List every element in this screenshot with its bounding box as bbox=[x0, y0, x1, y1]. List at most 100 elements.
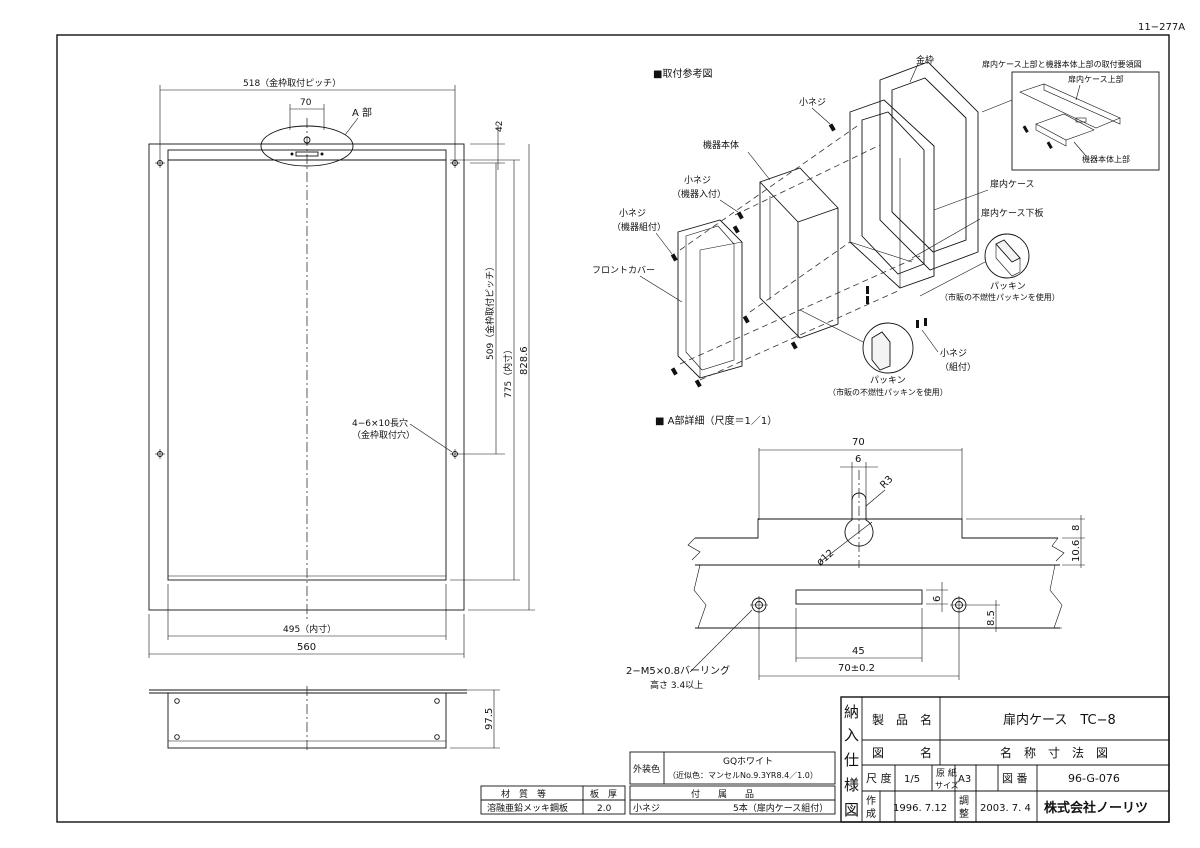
label-tobira-case-shita: 扉内ケース下板 bbox=[981, 207, 1044, 219]
label-part-a: A 部 bbox=[352, 106, 372, 119]
accessory-qty: 5本（扉内ケース組付） bbox=[733, 802, 828, 814]
wall-frame bbox=[879, 61, 979, 271]
doc-code: 11−277A bbox=[1138, 22, 1185, 33]
dim-560: 560 bbox=[297, 642, 316, 653]
dim-pitch-top: 518（金枠取付ピッチ） bbox=[243, 77, 341, 89]
note-burring: 2−M5×0.8バーリング bbox=[626, 664, 730, 677]
front-view: A 部 518（金枠取付ピッチ） 70 42 509（金枠取付ピッチ） 775（… bbox=[148, 77, 535, 658]
label-packing-2: パッキン bbox=[870, 375, 906, 386]
adj-label-2: 整 bbox=[959, 807, 969, 820]
label-kanawaku: 金枠 bbox=[916, 54, 934, 66]
material-table: 材 質 等 板 厚 溶融亜鉛メッキ鋼板 2.0 bbox=[480, 785, 626, 815]
label-koneji-kumi-sub: （組付） bbox=[940, 361, 976, 373]
material-value: 溶融亜鉛メッキ鋼板 bbox=[487, 802, 568, 814]
label-koneji-kumi: 小ネジ bbox=[940, 348, 967, 359]
sheet-border bbox=[56, 34, 1170, 823]
dim-10-6: 10.6 bbox=[1071, 540, 1082, 562]
accessory-header: 付 属 品 bbox=[691, 789, 754, 800]
detail-a-profile bbox=[695, 518, 1058, 539]
tb-v4: 様 bbox=[844, 776, 859, 794]
made-date: 1996. 7.12 bbox=[893, 803, 947, 814]
hole-note-2: （金枠取付穴） bbox=[352, 429, 415, 441]
product-value: 扉内ケース TC−8 bbox=[1003, 712, 1116, 728]
dim-775: 775（内寸） bbox=[502, 345, 514, 398]
tb-v5: 図 bbox=[844, 801, 859, 819]
equipment-body bbox=[759, 167, 839, 339]
color-table: 外装色 GQホワイト （近似色：マンセルNo.9.3YR8.4／1.0） bbox=[629, 751, 836, 785]
color-label: 外装色 bbox=[633, 763, 660, 775]
label-detail-case-top: 扉内ケース上部 bbox=[1068, 74, 1124, 84]
color-value-2: （近似色：マンセルNo.9.3YR8.4／1.0） bbox=[668, 770, 818, 780]
dim-828: 828.6 bbox=[519, 346, 530, 375]
label-front-cover: フロントカバー bbox=[592, 265, 655, 276]
dim-495: 495（内寸） bbox=[283, 623, 336, 635]
packing-callout-2 bbox=[862, 322, 914, 374]
front-cover bbox=[677, 219, 743, 379]
color-value-1: GQホワイト bbox=[723, 756, 773, 767]
label-kiki-hontai: 機器本体 bbox=[703, 139, 739, 151]
label-koneji-kiki-iri-sub: （機器入付） bbox=[672, 188, 726, 200]
paper-value: A3 bbox=[958, 774, 971, 785]
note-height: 高さ 3.4以上 bbox=[650, 679, 703, 691]
dim-6-a: 6 bbox=[855, 454, 861, 465]
product-label: 製 品 名 bbox=[872, 712, 932, 727]
thickness-value: 2.0 bbox=[597, 804, 612, 814]
adj-label-1: 調 bbox=[959, 794, 969, 807]
packing-callout-1 bbox=[984, 233, 1030, 279]
mounting-reference: ■取付参考図 bbox=[592, 54, 1160, 397]
dim-6-b: 6 bbox=[932, 596, 943, 602]
outer-frame bbox=[148, 143, 465, 611]
scale-label: 尺 度 bbox=[866, 771, 892, 785]
label-packing-1-note: （市販の不燃性パッキンを使用） bbox=[940, 292, 1060, 302]
label-detail-title: 扉内ケース上部と機器本体上部の取付要領図 bbox=[982, 59, 1142, 69]
label-tobira-case: 扉内ケース bbox=[990, 178, 1035, 190]
made-label-2: 成 bbox=[866, 808, 876, 820]
hole-note-1: 4−6×10長穴 bbox=[352, 417, 408, 429]
detail-box bbox=[1011, 71, 1160, 171]
thickness-header: 板 厚 bbox=[590, 788, 617, 800]
detail-a-title: ■ A部詳細（尺度＝1／1） bbox=[655, 414, 777, 427]
company-name: 株式会社ノーリツ bbox=[1044, 800, 1148, 816]
slot-rect bbox=[795, 589, 923, 605]
accessory-table: 付 属 品 小ネジ 5本（扉内ケース組付） bbox=[629, 785, 836, 815]
label-detail-body-top: 機器本体上部 bbox=[1082, 154, 1130, 164]
label-packing-1: パッキン bbox=[990, 281, 1026, 292]
accessory-item: 小ネジ bbox=[633, 803, 660, 814]
adj-date: 2003. 7. 4 bbox=[980, 803, 1031, 814]
label-koneji-kiki-kumi: 小ネジ bbox=[619, 208, 646, 219]
part-a-callout bbox=[260, 125, 354, 167]
keyhole-slot bbox=[844, 492, 874, 547]
dim-509: 509（金枠取付ピッチ） bbox=[484, 262, 496, 360]
label-koneji-top: 小ネジ bbox=[799, 97, 826, 108]
dim-45: 45 bbox=[852, 646, 865, 657]
dim-42: 42 bbox=[495, 121, 505, 132]
title-block: 納 入 仕 様 図 製 品 名 扉内ケース TC−8 図 名 名 称 寸 法 図… bbox=[840, 696, 1170, 823]
mounting-title: ■取付参考図 bbox=[653, 67, 712, 80]
dim-97-5: 97.5 bbox=[484, 708, 495, 730]
dim-70-a: 70 bbox=[852, 437, 865, 448]
made-label-1: 作 bbox=[866, 795, 876, 807]
dwg-no-value: 96-G-076 bbox=[1068, 772, 1120, 785]
drawing-label: 図 名 bbox=[872, 745, 932, 760]
paper-label-2: サイズ bbox=[935, 780, 959, 790]
paper-label-1: 原 紙 bbox=[936, 767, 957, 779]
dwg-no-label: 図 番 bbox=[1002, 772, 1028, 785]
tb-v2: 入 bbox=[844, 726, 859, 744]
dim-70-top: 70 bbox=[300, 98, 312, 108]
dim-70-pm: 70±0.2 bbox=[838, 663, 875, 674]
label-koneji-kiki-kumi-sub: （機器組付） bbox=[612, 221, 666, 233]
material-header: 材 質 等 bbox=[501, 788, 546, 800]
burring-holes bbox=[750, 596, 968, 614]
dim-8: 8 bbox=[1071, 525, 1082, 531]
dim-r3: R3 bbox=[878, 474, 895, 491]
tb-v3: 仕 bbox=[844, 751, 859, 769]
tb-v1: 納 bbox=[844, 703, 859, 721]
detail-a: ■ A部詳細（尺度＝1／1） 70 6 R3 ø12 8 10.6 6 bbox=[626, 414, 1085, 691]
label-koneji-kiki-iri: 小ネジ bbox=[684, 175, 711, 186]
label-packing-2-note: （市販の不燃性パッキンを使用） bbox=[828, 387, 948, 397]
scale-value: 1/5 bbox=[904, 774, 920, 785]
side-view: 97.5 bbox=[149, 686, 500, 752]
dim-8-5: 8.5 bbox=[986, 610, 997, 626]
drawing-value: 名 称 寸 法 図 bbox=[1000, 745, 1108, 760]
